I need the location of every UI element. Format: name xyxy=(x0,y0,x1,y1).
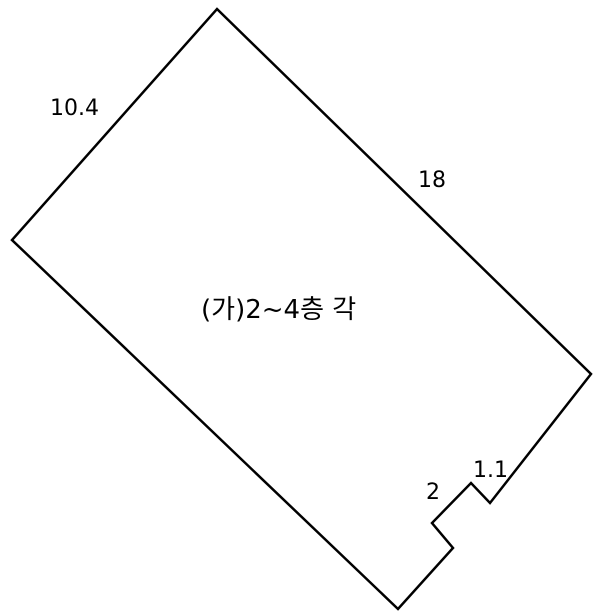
area-label: (가)2~4층 각 xyxy=(201,295,356,325)
dimension-notch-depth: 2 xyxy=(426,480,440,505)
building-outline xyxy=(10,7,593,611)
dimension-top-left: 10.4 xyxy=(50,96,99,121)
dimension-notch-width: 1.1 xyxy=(473,458,508,483)
dimension-top-right: 18 xyxy=(418,168,446,193)
